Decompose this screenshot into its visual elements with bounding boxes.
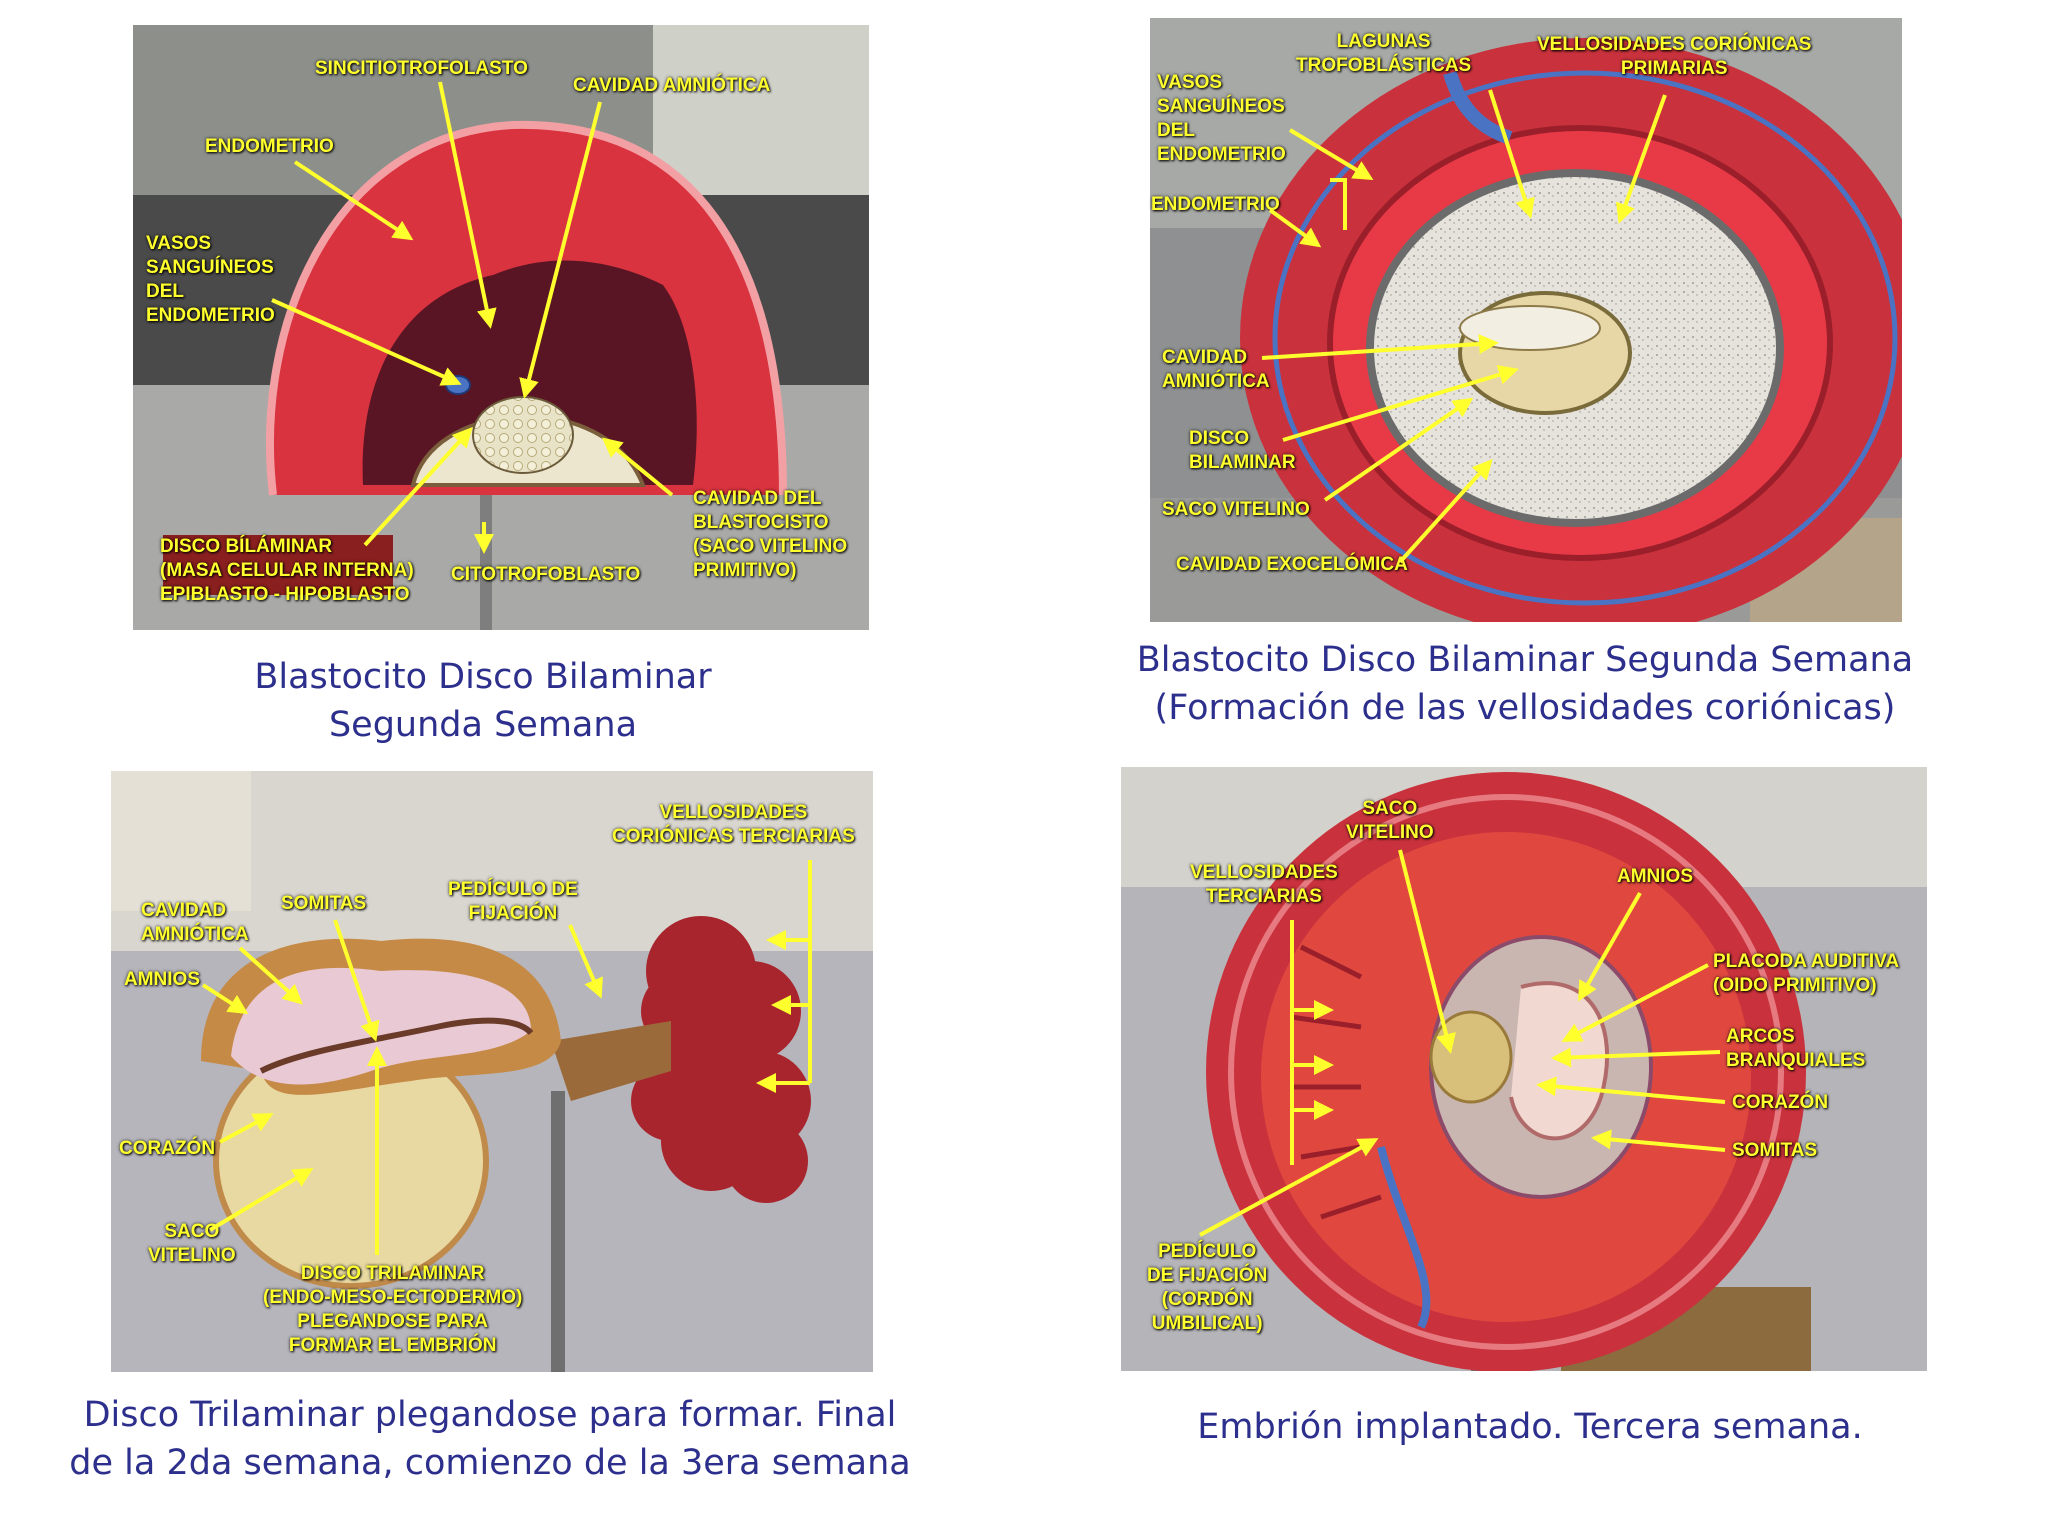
label-corazon: CORAZÓN — [1732, 1092, 1829, 1113]
label-arcos-branquiales: ARCOS BRANQUIALES — [1726, 1026, 1866, 1071]
label-cavidad-amniotica: CAVIDAD AMNIÓTICA — [573, 75, 771, 96]
label-saco-vitelino: SACO VITELINO — [1346, 798, 1434, 843]
label-cavidad-exocelomica: CAVIDAD EXOCELÓMICA — [1176, 554, 1408, 575]
label-citotrofoblasto: CITOTROFOBLASTO — [451, 564, 641, 585]
label-vasos-sanguineos: VASOS SANGUÍNEOS DEL ENDOMETRIO — [146, 233, 275, 326]
label-cavidad-amniotica: CAVIDAD AMNIÓTICA — [1162, 347, 1270, 392]
label-disco-bilaminar: DISCO BÍLÁMINAR (MASA CELULAR INTERNA) E… — [160, 536, 414, 605]
label-cavidad-blastocisto: CAVIDAD DEL BLASTOCISTO (SACO VITELINO P… — [693, 488, 848, 581]
label-lagunas-trofoblasticas: LAGUNAS TROFOBLÁSTICAS — [1296, 31, 1472, 76]
label-vellosidades-primarias: VELLOSIDADES CORIÓNICAS PRIMARIAS — [1537, 34, 1812, 79]
label-somitas: SOMITAS — [1732, 1140, 1818, 1161]
caption-panel-2: Blastocito Disco Bilaminar Segunda Seman… — [1136, 640, 1914, 728]
caption-panel-3: Disco Trilaminar plegandose para formar.… — [69, 1395, 911, 1483]
label-amnios: AMNIOS — [124, 969, 200, 990]
label-placoda-auditiva: PLACODA AUDITIVA (OIDO PRIMITIVO) — [1713, 951, 1900, 996]
label-somitas: SOMITAS — [281, 893, 367, 914]
label-corazon: CORAZÓN — [119, 1138, 216, 1159]
label-sinciotrofoblasto: SINCITIOTROFOLASTO — [315, 58, 528, 79]
label-cavidad-amniotica: CAVIDAD AMNIÓTICA — [141, 900, 249, 945]
label-pediculo-fijacion: PEDÍCULO DE FIJACIÓN (CORDÓN UMBILICAL) — [1147, 1241, 1268, 1334]
caption-panel-1: Blastocito Disco Bilaminar Segunda Seman… — [254, 657, 712, 745]
label-disco-bilaminar: DISCO BILAMINAR — [1189, 428, 1296, 473]
label-vellosidades-terciarias: VELLOSIDADES CORIÓNICAS TERCIARIAS — [612, 802, 855, 847]
label-saco-vitelino: SACO VITELINO — [148, 1221, 236, 1266]
label-vasos-sanguineos: VASOS SANGUÍNEOS DEL ENDOMETRIO — [1157, 72, 1286, 165]
label-endometrio: ENDOMETRIO — [205, 136, 334, 157]
label-amnios: AMNIOS — [1617, 866, 1693, 887]
label-vellosidades-terciarias: VELLOSIDADES TERCIARIAS — [1190, 862, 1338, 907]
label-pediculo-fijacion: PEDÍCULO DE FIJACIÓN — [448, 879, 578, 924]
label-endometrio: ENDOMETRIO — [1151, 194, 1280, 215]
label-saco-vitelino: SACO VITELINO — [1162, 499, 1310, 520]
label-disco-trilaminar: DISCO TRILAMINAR (ENDO-MESO-ECTODERMO) P… — [263, 1263, 523, 1356]
caption-panel-4: Embrión implantado. Tercera semana. — [1197, 1407, 1863, 1447]
